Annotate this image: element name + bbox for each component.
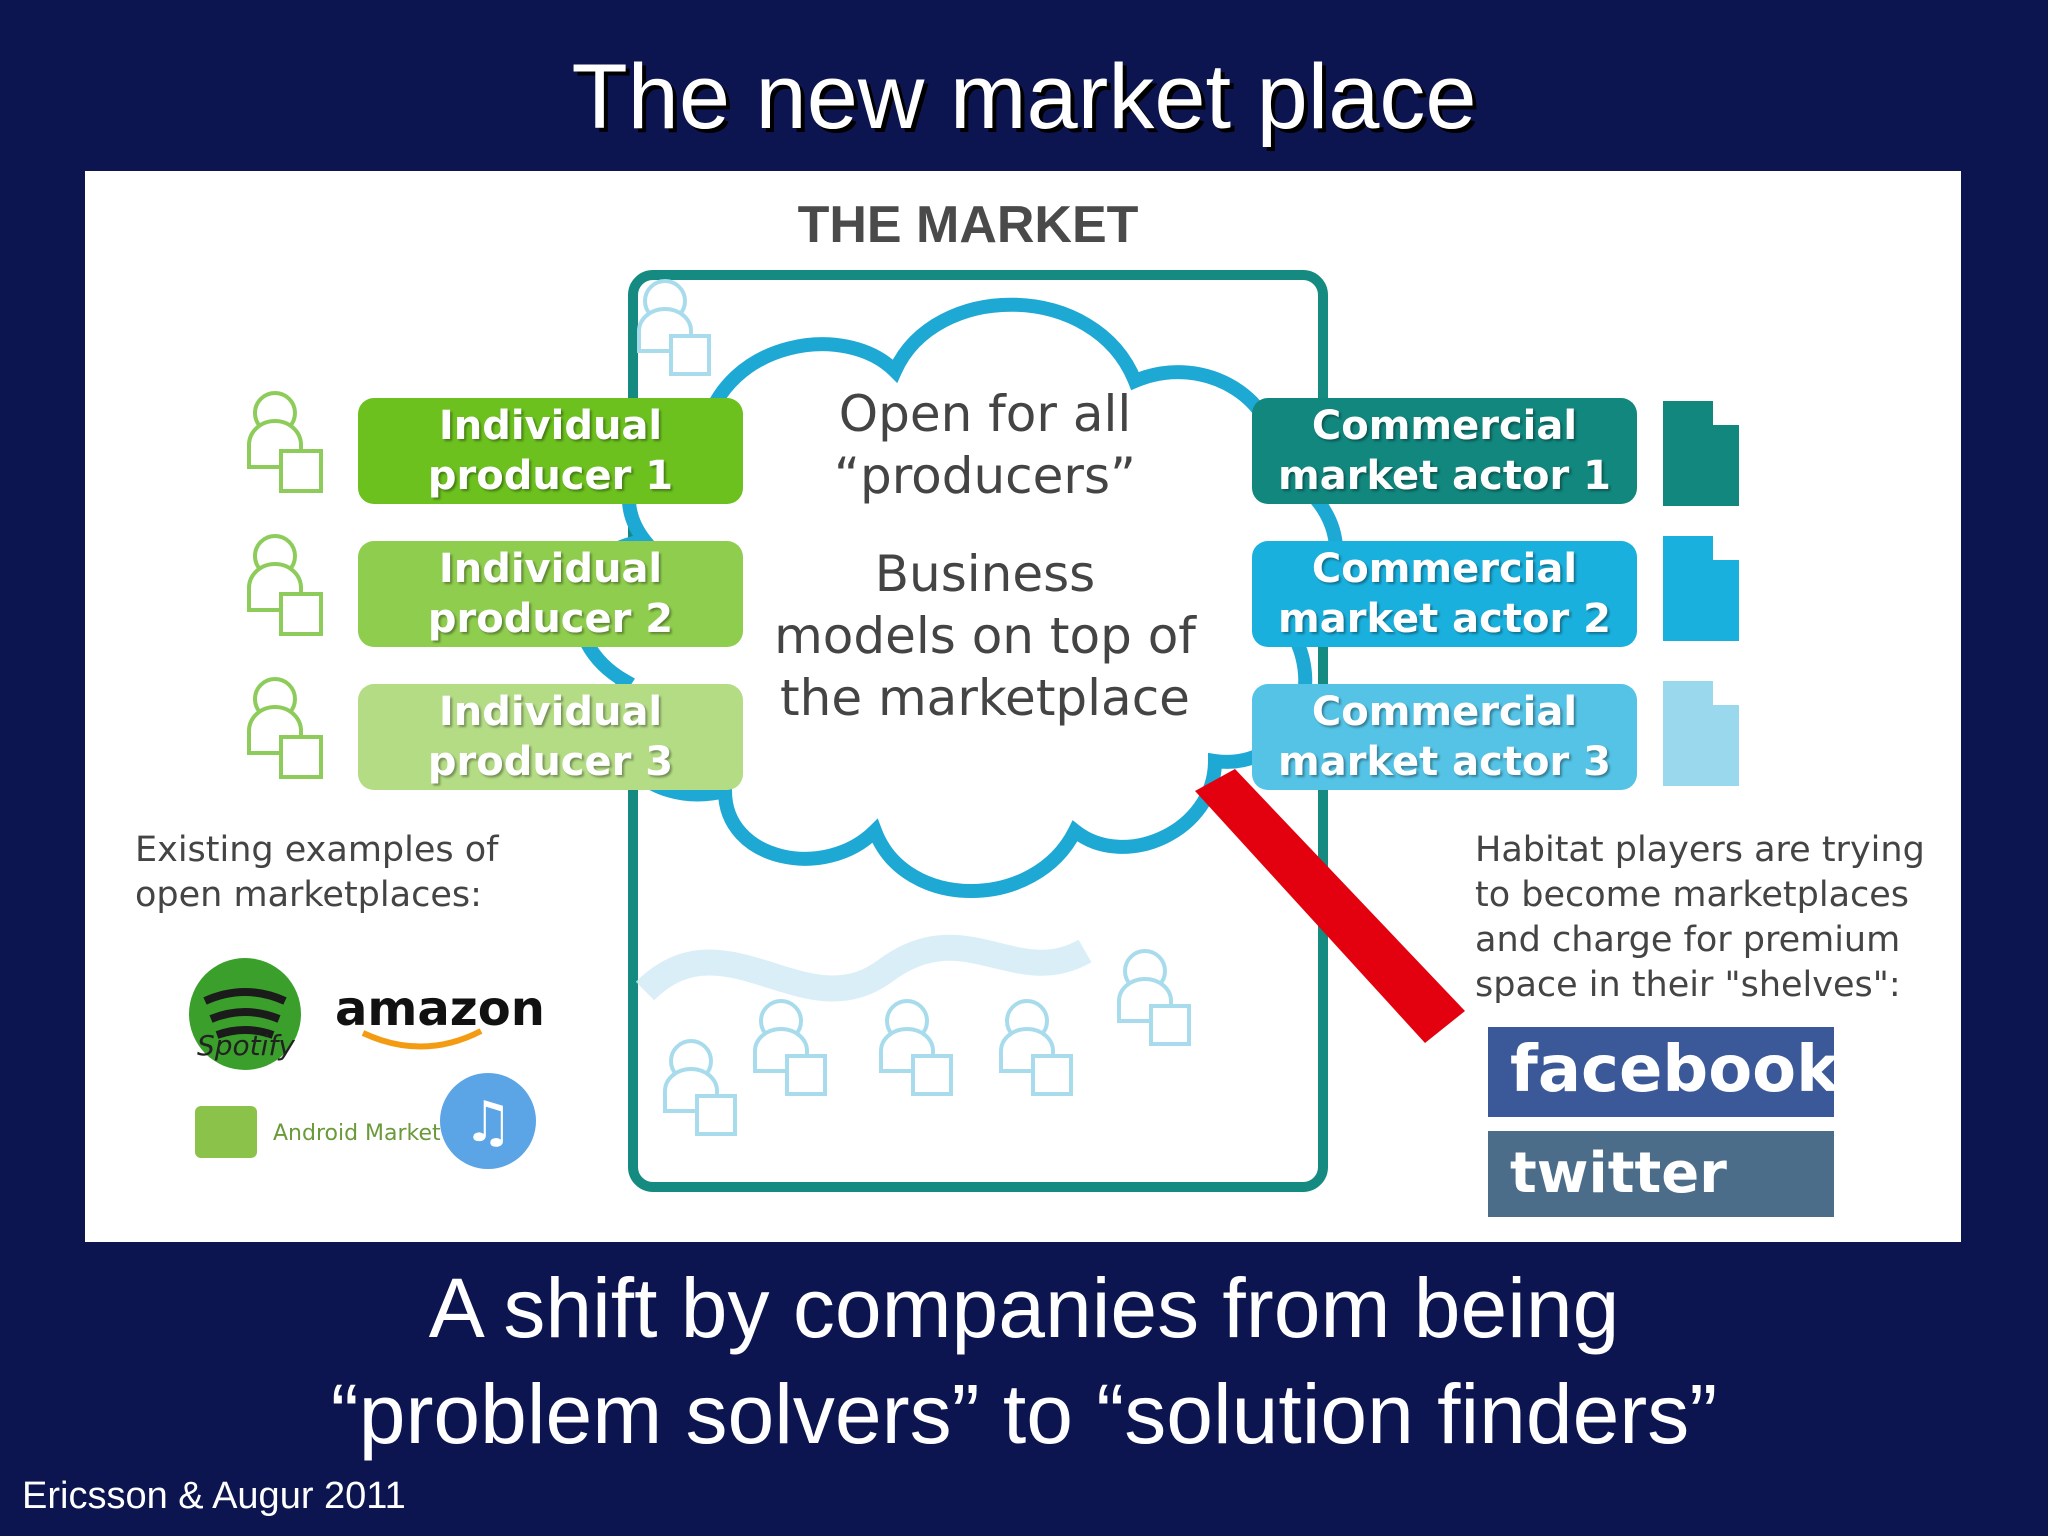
actor-box-3: Commercial market actor 3 — [1252, 684, 1637, 790]
building-icon — [1663, 401, 1739, 506]
person-icon — [663, 1039, 737, 1136]
caption-line-1: A shift by companies from being — [428, 1261, 1620, 1355]
person-icon — [247, 677, 323, 779]
actor-3-line2: market actor 3 — [1278, 739, 1611, 785]
spotify-logo-text: Spotify — [197, 1029, 295, 1062]
market-cloud — [571, 297, 1344, 898]
left-note-line-1: Existing examples of — [135, 830, 499, 870]
building-icon — [1663, 536, 1739, 641]
citation: Ericsson & Augur 2011 — [22, 1475, 406, 1517]
building-icon — [1663, 681, 1739, 786]
right-note-line-2: to become marketplaces — [1475, 875, 1910, 915]
decorative-swirl — [635, 934, 1092, 1002]
cloud-open-text: Open for all “producers” — [785, 383, 1185, 507]
cloud-line-4: models on top of — [774, 607, 1196, 665]
android-market-logo-text: Android Market — [273, 1121, 441, 1146]
person-icon — [637, 279, 711, 376]
right-note: Habitat players are trying to become mar… — [1475, 828, 1925, 1008]
actor-1-line2: market actor 1 — [1278, 453, 1611, 499]
market-diagram: ♫ THE MARKET Individual producer 1 Indiv… — [85, 171, 1961, 1242]
market-people-icons — [637, 279, 1191, 1136]
person-icon — [247, 391, 323, 493]
bottom-caption: A shift by companies from being “problem… — [0, 1255, 2048, 1467]
cloud-line-3: Business — [874, 545, 1096, 603]
actor-2-line2: market actor 2 — [1278, 596, 1611, 642]
right-note-line-4: space in their "shelves": — [1475, 965, 1901, 1005]
producer-box-3: Individual producer 3 — [358, 684, 743, 790]
android-market-icon — [195, 1106, 257, 1158]
person-icon — [753, 999, 827, 1096]
right-note-line-1: Habitat players are trying — [1475, 830, 1925, 870]
facebook-logo-text: facebook — [1510, 1033, 1839, 1107]
person-icon — [247, 534, 323, 636]
actor-box-2: Commercial market actor 2 — [1252, 541, 1637, 647]
cloud-line-2: “producers” — [834, 447, 1136, 505]
cloud-line-1: Open for all — [838, 385, 1132, 443]
diagram-graphics: ♫ — [189, 270, 1834, 1217]
producer-2-line2: producer 2 — [427, 596, 674, 642]
actor-2-line1: Commercial — [1311, 546, 1578, 592]
twitter-logo-box — [1488, 1131, 1834, 1217]
left-note-line-2: open marketplaces: — [135, 875, 482, 915]
producer-icons — [247, 391, 323, 779]
slide-title: The new market place — [571, 46, 1477, 148]
producer-3-line1: Individual — [438, 689, 663, 735]
producer-box-1: Individual producer 1 — [358, 398, 743, 504]
cloud-line-5: the marketplace — [780, 669, 1190, 727]
twitter-logo-text: twitter — [1510, 1141, 1727, 1206]
producer-1-line2: producer 1 — [427, 453, 674, 499]
right-note-line-3: and charge for premium — [1475, 920, 1901, 960]
caption-line-2: “problem solvers” to “solution finders” — [330, 1367, 1718, 1461]
person-icon — [999, 999, 1073, 1096]
producer-2-line1: Individual — [438, 546, 663, 592]
producer-3-line2: producer 3 — [427, 739, 674, 785]
producer-1-line1: Individual — [438, 403, 663, 449]
svg-text:♫: ♫ — [463, 1090, 513, 1155]
itunes-icon — [440, 1073, 536, 1169]
amazon-smile-icon — [361, 1028, 483, 1050]
person-icon — [1117, 949, 1191, 1046]
market-heading: THE MARKET — [797, 196, 1139, 254]
cloud-business-text: Business models on top of the marketplac… — [765, 543, 1205, 729]
producer-box-2: Individual producer 2 — [358, 541, 743, 647]
amazon-logo-text: amazon — [335, 981, 545, 1037]
left-note: Existing examples of open marketplaces: — [135, 828, 499, 918]
actor-3-line1: Commercial — [1311, 689, 1578, 735]
actor-box-1: Commercial market actor 1 — [1252, 398, 1637, 504]
actor-1-line1: Commercial — [1311, 403, 1578, 449]
red-arrow — [1195, 769, 1465, 1043]
facebook-logo-box — [1488, 1027, 1834, 1117]
person-icon — [879, 999, 953, 1096]
